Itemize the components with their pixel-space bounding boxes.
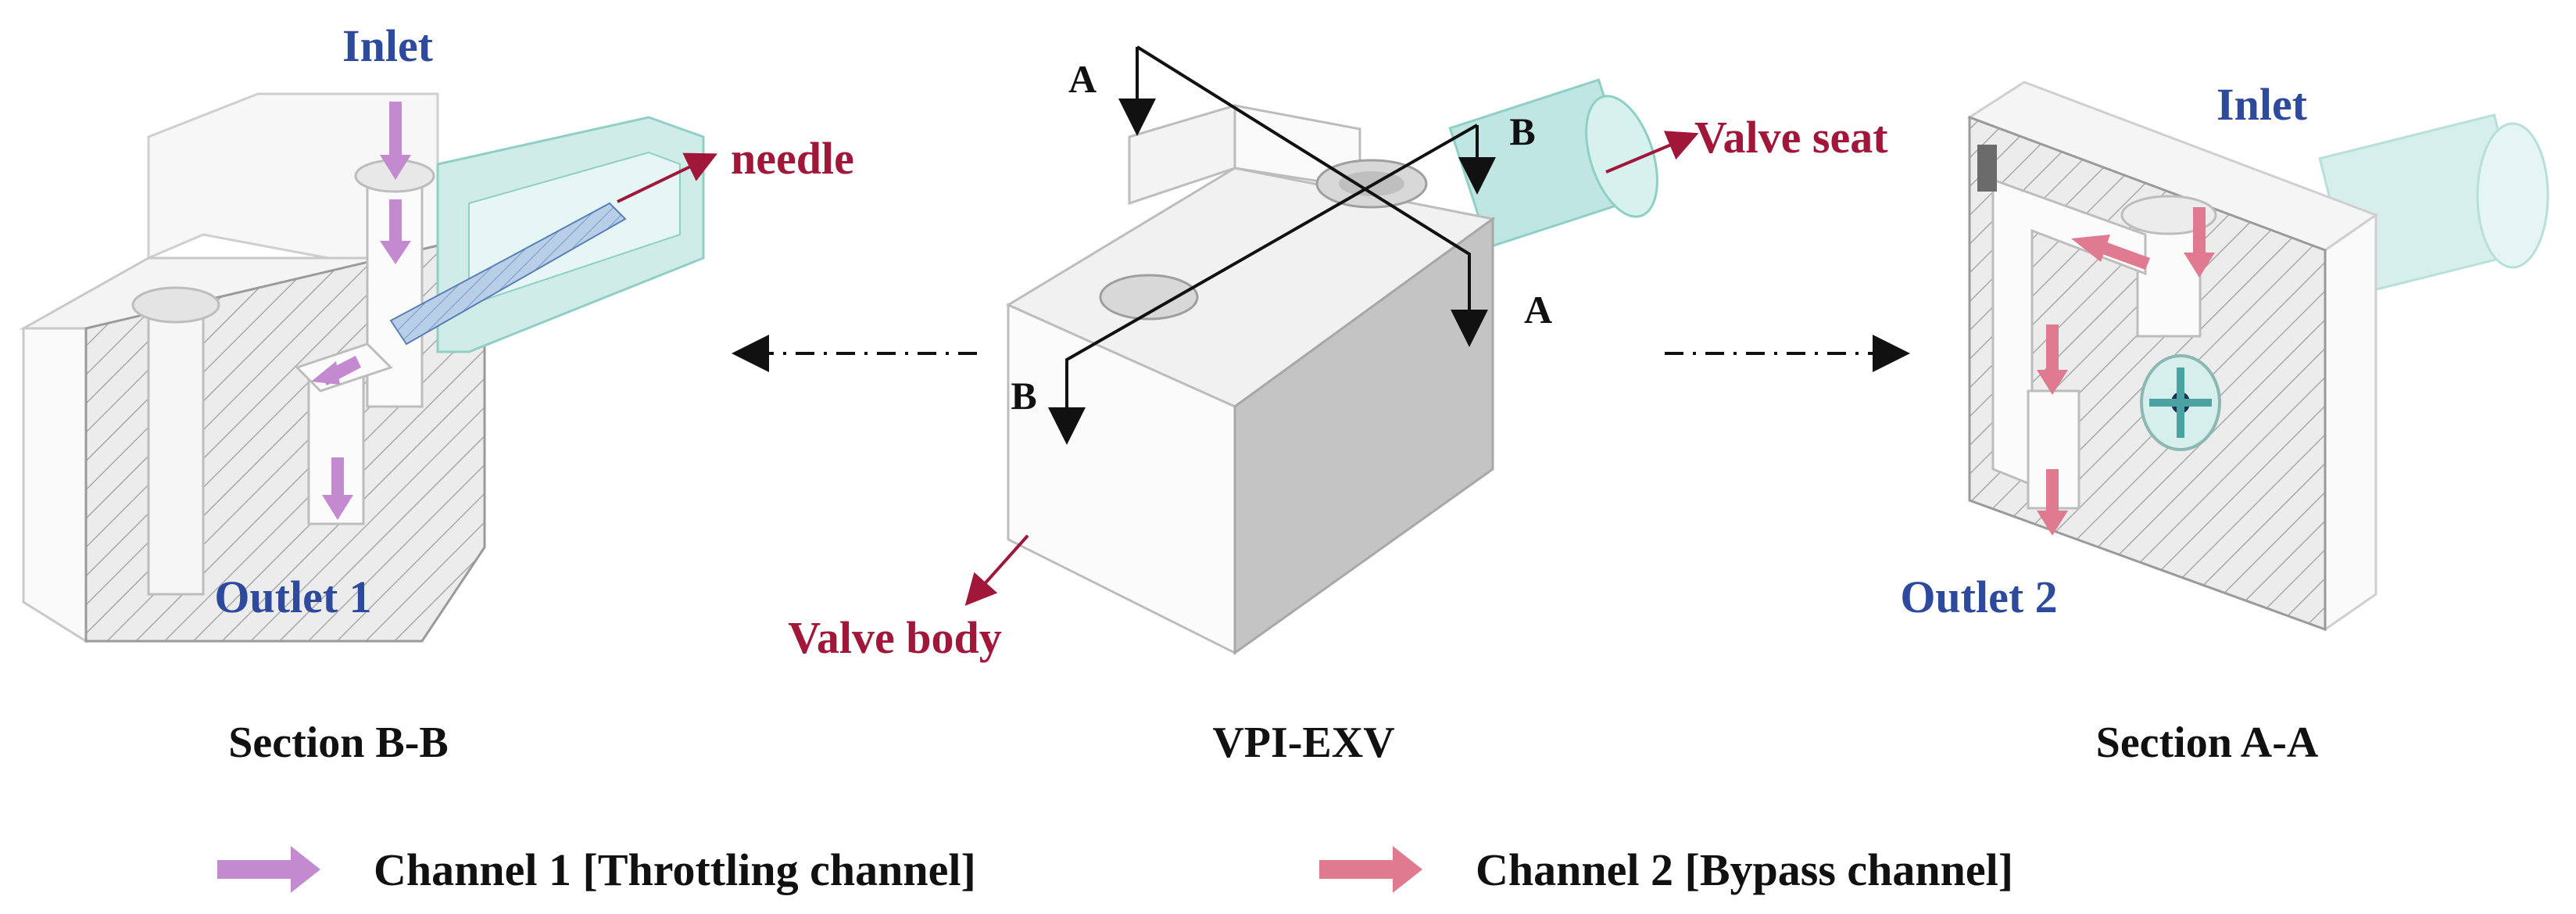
section-bb-view [19, 92, 705, 643]
legend-channel2-label: Channel 2 [Bypass channel] [1476, 844, 2013, 895]
section-mark-b-bottom: B [1011, 374, 1036, 418]
legend-channel1-label: Channel 1 [Throttling channel] [374, 844, 976, 895]
valve-seat-label: Valve seat [1694, 112, 1888, 163]
body-side-face [1233, 217, 1494, 655]
section-mark-a-bottom: A [1524, 288, 1552, 332]
left-caption: Section B-B [228, 719, 449, 767]
legend-channel1-arrow-icon [217, 846, 320, 893]
needle-pointer-line [617, 152, 718, 203]
valve-body-pointer [964, 534, 1029, 606]
needle-part [389, 202, 627, 346]
valve-3d-view [732, 45, 1910, 655]
right-caption: Section A-A [2096, 719, 2319, 767]
legend: Channel 1 [Throttling channel] Channel 2… [217, 844, 2013, 895]
left-inlet-label: Inlet [342, 20, 434, 71]
right-side-face [2324, 213, 2377, 632]
channel1-arrows [311, 102, 411, 520]
right-inlet-label: Inlet [2216, 79, 2308, 130]
bore-hole [147, 303, 205, 596]
section-line-b [1048, 124, 1478, 445]
left-outlet-label: Outlet 1 [214, 572, 371, 622]
right-plug [1977, 145, 1997, 192]
body-hole-1 [1099, 274, 1199, 321]
valve-body-label: Valve body [788, 612, 1001, 663]
valve-seat-pointer [1605, 131, 1699, 174]
channel2-arrows [2037, 207, 2215, 536]
section-line-a [1136, 45, 1488, 347]
block-side-face [22, 327, 88, 643]
section-aa-view [1966, 81, 2549, 632]
center-caption: VPI-EXV [1212, 719, 1394, 767]
section-mark-a-top: A [1068, 57, 1097, 101]
section-mark-b-top: B [1509, 109, 1535, 153]
right-outlet-label: Outlet 2 [1900, 572, 2057, 622]
needle-label: needle [731, 133, 854, 184]
legend-channel2-arrow-icon [1319, 846, 1422, 893]
